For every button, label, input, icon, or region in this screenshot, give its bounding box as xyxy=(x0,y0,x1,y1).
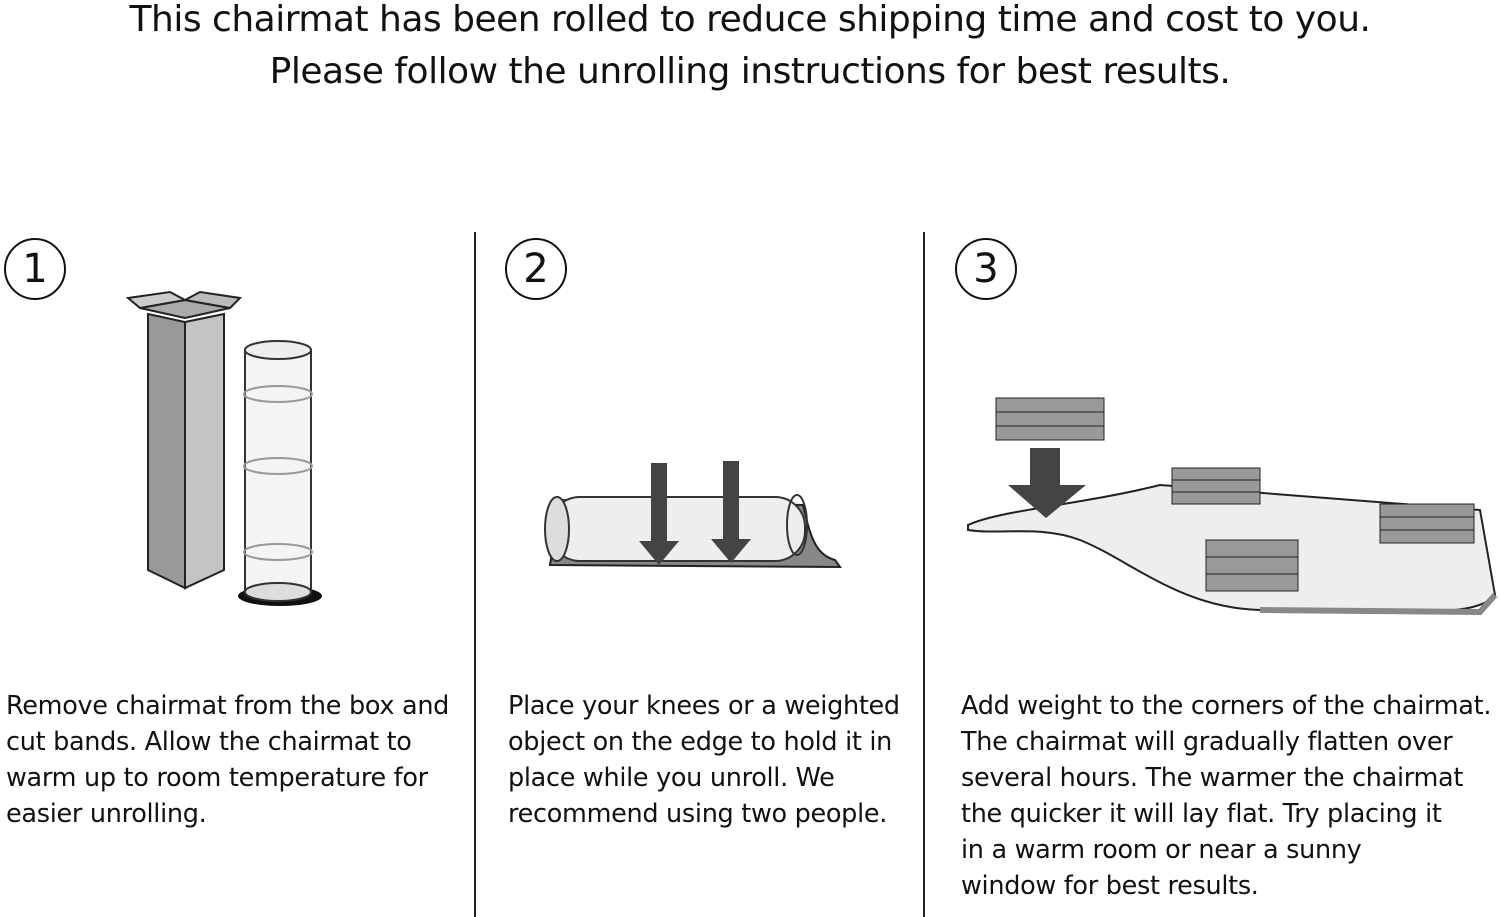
text-line: in a warm room or near a sunny xyxy=(961,835,1362,865)
weighted-chairmat-illustration xyxy=(967,397,1498,616)
books-stack-icon xyxy=(1379,503,1475,544)
text-line: Add weight to the corners of the chairma… xyxy=(961,691,1492,721)
step-2-description: Place your knees or a weighted object on… xyxy=(508,688,900,832)
box-and-roll-illustration xyxy=(125,290,322,606)
step-3-description: Add weight to the corners of the chairma… xyxy=(961,688,1491,904)
step-1-number: 1 xyxy=(4,238,66,300)
text-line: the quicker it will lay flat. Try placin… xyxy=(961,799,1442,829)
books-stack-icon xyxy=(995,397,1105,441)
column-divider xyxy=(923,232,925,917)
unrolling-mat-illustration xyxy=(544,461,842,569)
text-line: easier unrolling. xyxy=(6,799,207,829)
books-stack-icon xyxy=(1205,539,1299,592)
headline-line-1: This chairmat has been rolled to reduce … xyxy=(129,0,1371,40)
text-line: cut bands. Allow the chairmat to xyxy=(6,727,412,757)
text-line: recommend using two people. xyxy=(508,799,888,829)
headline-line-2: Please follow the unrolling instructions… xyxy=(269,51,1231,92)
text-line: warm up to room temperature for xyxy=(6,763,428,793)
text-line: The chairmat will gradually flatten over xyxy=(961,727,1453,757)
text-line: object on the edge to hold it in xyxy=(508,727,893,757)
text-line: window for best results. xyxy=(961,871,1259,901)
books-stack-icon xyxy=(1171,467,1261,505)
text-line: Remove chairmat from the box and xyxy=(6,691,450,721)
text-line: Place your knees or a weighted xyxy=(508,691,900,721)
text-line: several hours. The warmer the chairmat xyxy=(961,763,1464,793)
text-line: place while you unroll. We xyxy=(508,763,835,793)
column-divider xyxy=(474,232,476,917)
step-2-number: 2 xyxy=(505,238,567,300)
step-1-description: Remove chairmat from the box and cut ban… xyxy=(6,688,449,832)
step-3-number: 3 xyxy=(955,238,1017,300)
